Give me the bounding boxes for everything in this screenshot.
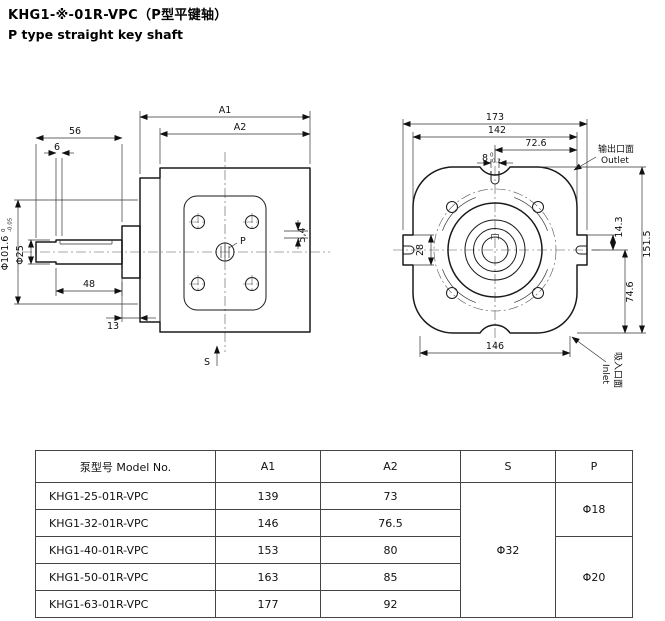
page-subtitle: P type straight key shaft <box>8 27 184 42</box>
p-merged-cell-bottom: Φ20 <box>555 536 633 618</box>
dim-dia101: Φ101.6 0 -0.05 <box>0 199 138 305</box>
table-row: KHG1-25-01R-VPC 139 73 Φ32 Φ18 <box>35 482 633 618</box>
side-view-drawing: P 5,4 S A1 <box>0 105 330 368</box>
dim-14-3-label: 14.3 <box>614 216 625 237</box>
table-header-row: 泵型号 Model No. A1 A2 S P <box>35 450 633 483</box>
inlet-callout: 吸入口面 Inlet <box>571 336 623 388</box>
a1-cell: 163 <box>215 563 321 591</box>
inlet-label-cn: 吸入口面 <box>612 352 623 388</box>
right-mounting-slot <box>575 245 587 255</box>
dim-151-5-label: 151.5 <box>642 230 653 257</box>
s-merged-cell: Φ32 <box>460 482 556 618</box>
dim-142-label: 142 <box>488 125 506 136</box>
a2-cell: 92 <box>320 590 461 618</box>
model-cell: KHG1-63-01R-VPC <box>35 590 216 618</box>
a1-cell: 177 <box>215 590 321 618</box>
dim-56: 56 <box>35 126 123 238</box>
a2-cell: 85 <box>320 563 461 591</box>
dim-6-label: 6 <box>54 142 60 153</box>
inlet-label-en: Inlet <box>600 364 610 384</box>
dim-173: 173 <box>402 112 588 230</box>
dim-14-3: 14.3 <box>587 216 628 251</box>
page-title: KHG1-※-01R-VPC（P型平键轴） <box>8 8 228 23</box>
dim-5-4: 5,4 <box>284 220 308 249</box>
col-header-a2: A2 <box>320 450 461 483</box>
housing-outline <box>402 166 588 334</box>
dim-56-label: 56 <box>69 126 81 137</box>
dim-146: 146 <box>419 336 571 357</box>
dim-a1-label: A1 <box>219 105 232 116</box>
front-view-drawing: 173 142 72.6 8 0 <box>393 112 653 388</box>
dim-8: 8 0 -0.2 <box>477 153 513 168</box>
center-bores <box>447 202 543 298</box>
dim-8-tol-upper: 0 <box>490 153 494 159</box>
bolt-circle <box>433 188 557 312</box>
outlet-label-en: Outlet <box>601 156 629 166</box>
p-port <box>215 242 238 262</box>
table-row: KHG1-40-01R-VPC 153 80 Φ20 <box>35 536 633 618</box>
dim-28: 28 <box>413 234 434 266</box>
model-cell: KHG1-50-01R-VPC <box>35 563 216 591</box>
dim-8-tol-lower: -0.2 <box>490 159 501 165</box>
model-cell: KHG1-32-01R-VPC <box>35 509 216 537</box>
a2-cell: 80 <box>320 536 461 564</box>
outlet-callout: 输出口面 Outlet <box>573 143 634 171</box>
a1-cell: 139 <box>215 482 321 510</box>
col-header-p: P <box>555 450 633 483</box>
dim-74-6: 74.6 <box>622 249 636 334</box>
dim-28-label: 28 <box>415 244 426 256</box>
dim-74-6-label: 74.6 <box>625 281 636 302</box>
table-row: KHG1-32-01R-VPC 146 76.5 <box>35 509 633 537</box>
col-header-s: S <box>460 450 556 483</box>
dim-151-5: 151.5 <box>540 166 653 334</box>
dim-a1: A1 <box>139 105 311 174</box>
technical-drawing: P 5,4 S A1 <box>0 105 653 388</box>
dim-a2: A2 <box>159 122 311 164</box>
a2-cell: 73 <box>320 482 461 510</box>
p-port-label: P <box>240 236 246 247</box>
page-header: KHG1-※-01R-VPC（P型平键轴） P type straight ke… <box>8 4 228 42</box>
cover-bolt-holes <box>189 213 261 293</box>
dim-48: 48 <box>55 268 123 296</box>
dim-a2-label: A2 <box>234 122 247 133</box>
dim-dia101-tol-lower: -0.05 <box>8 217 14 232</box>
a2-cell: 76.5 <box>320 509 461 537</box>
dim-8-label: 8 <box>482 153 488 164</box>
dim-173-label: 173 <box>486 112 504 123</box>
col-header-a1: A1 <box>215 450 321 483</box>
key-shaft <box>35 239 123 265</box>
dim-5-4-label: 5,4 <box>297 227 308 242</box>
model-spec-table: 泵型号 Model No. A1 A2 S P KHG1-25-01R-VPC … <box>35 450 633 618</box>
dim-dia101-label: Φ101.6 <box>0 236 11 271</box>
housing-bolt-holes <box>446 201 544 299</box>
dim-dia101-tol-upper: 0 <box>1 228 7 232</box>
dim-72-6: 72.6 <box>494 138 578 162</box>
a1-cell: 153 <box>215 536 321 564</box>
dim-13: 13 <box>106 282 156 332</box>
dim-13-label: 13 <box>107 321 119 332</box>
dim-146-label: 146 <box>486 341 504 352</box>
dim-dia25: Φ25 <box>15 239 50 265</box>
table-row: KHG1-63-01R-VPC 177 92 <box>35 590 633 618</box>
dim-6: 6 <box>44 142 74 236</box>
dim-72-6-label: 72.6 <box>525 138 546 149</box>
col-header-model: 泵型号 Model No. <box>35 450 216 483</box>
a1-cell: 146 <box>215 509 321 537</box>
p-merged-cell-top: Φ18 <box>555 482 633 537</box>
s-port-label: S <box>204 357 210 368</box>
left-mounting-slot <box>403 245 415 255</box>
dim-dia25-label: Φ25 <box>15 245 26 265</box>
dim-48-label: 48 <box>83 279 95 290</box>
pump-body-outline <box>139 167 311 333</box>
front-cover-plate <box>183 195 267 311</box>
model-cell: KHG1-40-01R-VPC <box>35 536 216 564</box>
top-slot <box>490 171 500 185</box>
lobe-arcs <box>442 197 548 303</box>
model-cell: KHG1-25-01R-VPC <box>35 482 216 510</box>
outlet-label-cn: 输出口面 <box>598 143 634 155</box>
